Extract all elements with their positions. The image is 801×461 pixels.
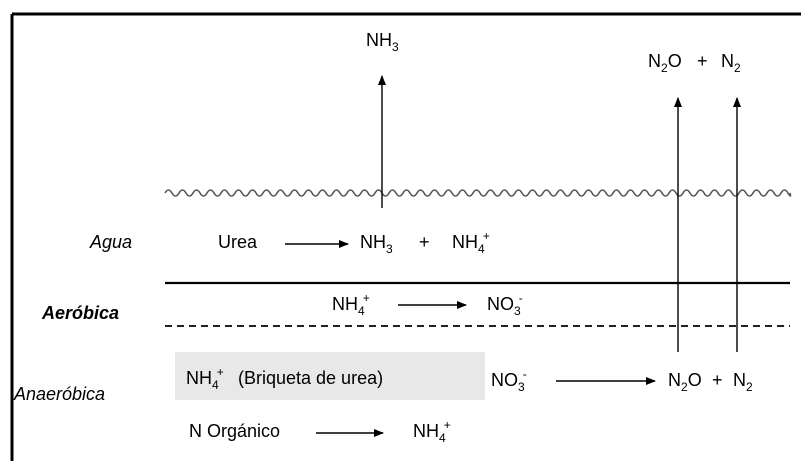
nh3-water-label: NH3 — [360, 232, 393, 256]
water-plus-sign: + — [419, 232, 430, 252]
n2o-anaerobic-label: N2O — [668, 370, 702, 394]
nh4-aerobic-label: NH4+ — [332, 291, 370, 318]
zone-label-anaerobic: Anaeróbica — [13, 384, 105, 404]
nh4-organic-label: NH4+ — [413, 418, 451, 445]
nh4-water-label: NH4+ — [452, 229, 490, 256]
n2o-gas-label: N2O — [648, 51, 682, 75]
water-surface-wave — [164, 189, 792, 197]
urea-label: Urea — [218, 232, 258, 252]
nh3-gas-label: NH3 — [366, 30, 399, 54]
no3-anaerobic-label: NO3- — [491, 367, 527, 394]
briquette-label: (Briqueta de urea) — [238, 368, 383, 388]
gas-plus-sign: + — [697, 51, 708, 71]
no3-aerobic-label: NO3- — [487, 291, 523, 318]
anaerobic-plus-sign: + — [712, 370, 723, 390]
organic-n-label: N Orgánico — [189, 421, 280, 441]
zone-label-water: Agua — [89, 232, 132, 252]
n2-gas-label: N2 — [721, 51, 741, 75]
nh4-briquette-label: NH4+ — [186, 365, 224, 392]
zone-label-aerobic: Aeróbica — [41, 303, 119, 323]
n2-anaerobic-label: N2 — [733, 370, 753, 394]
briquette-box — [175, 352, 485, 400]
